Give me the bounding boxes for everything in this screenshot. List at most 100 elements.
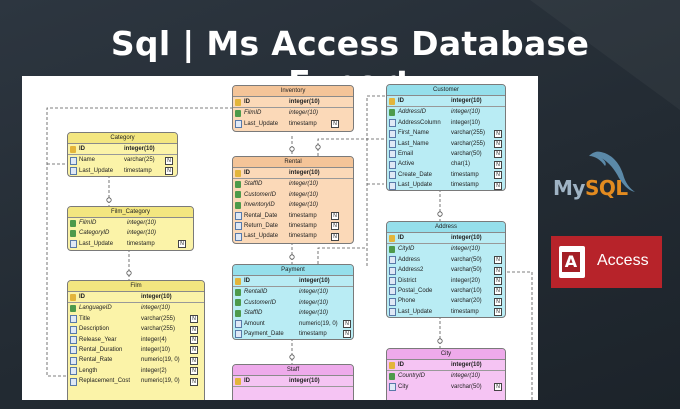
- entity-title: City: [387, 349, 505, 360]
- primary-key-icon: [70, 293, 76, 301]
- column-name: Last_Update: [79, 240, 114, 247]
- column-icon: [70, 356, 77, 365]
- column-icon: [235, 120, 242, 129]
- column-name: Description: [79, 326, 110, 333]
- column-type: integer(10): [289, 99, 320, 105]
- entity-row: ID integer(10): [233, 97, 353, 109]
- column-name: Name: [79, 157, 96, 164]
- column-name: Title: [79, 315, 91, 322]
- column-type: integer(10): [451, 373, 481, 380]
- entity-inventory: Inventory ID integer(10) FilmID integer(10…: [232, 85, 354, 132]
- primary-key-icon: [235, 98, 241, 106]
- column-name: FilmID: [79, 220, 97, 226]
- primary-key-icon: [235, 277, 241, 285]
- entity-title: Customer: [387, 85, 505, 96]
- column-icon: [235, 232, 242, 241]
- column-type: timestamp: [299, 330, 327, 337]
- entity-title: Film: [68, 281, 204, 292]
- column-type: integer(10): [127, 230, 157, 237]
- nullable-badge: N: [190, 336, 198, 345]
- column-icon: [389, 256, 396, 265]
- column-name: Payment_Date: [244, 330, 284, 337]
- column-name: Release_Year: [79, 336, 117, 343]
- column-type: integer(10): [289, 170, 320, 176]
- column-name: CategoryID: [79, 230, 110, 237]
- column-name: Address: [398, 256, 421, 263]
- foreign-key-icon: [389, 245, 395, 253]
- column-name: Amount: [244, 320, 265, 327]
- column-name: InventoryID: [244, 202, 275, 209]
- column-type: varchar(50): [451, 256, 482, 263]
- column-icon: [70, 377, 77, 386]
- column-type: integer(2): [141, 367, 167, 374]
- column-name: ID: [244, 170, 250, 176]
- nullable-badge: N: [331, 232, 339, 241]
- entity-title: Rental: [233, 157, 353, 168]
- column-name: Last_Update: [79, 167, 114, 174]
- entity-title: Inventory: [233, 86, 353, 97]
- entity-row: CustomerID integer(10): [233, 190, 353, 200]
- nullable-badge: N: [190, 346, 198, 355]
- relationship-lines: [46, 95, 533, 400]
- column-name: Rental_Rate: [79, 357, 113, 364]
- column-type: integer(10): [289, 191, 319, 198]
- column-type: varchar(25): [124, 157, 155, 164]
- entity-title: Payment: [233, 265, 353, 276]
- column-name: Last_Update: [398, 182, 433, 189]
- column-name: FilmID: [244, 110, 262, 117]
- background-decoration: [530, 0, 680, 110]
- foreign-key-icon: [235, 201, 241, 209]
- column-name: Last_Name: [398, 140, 429, 147]
- access-app-icon: A: [559, 246, 585, 278]
- column-name: Address2: [398, 267, 424, 274]
- nullable-badge: N: [494, 129, 502, 138]
- column-type: timestamp: [451, 182, 479, 189]
- column-type: integer(10): [451, 362, 482, 368]
- column-type: varchar(50): [451, 383, 482, 390]
- column-type: char(1): [451, 161, 471, 168]
- mysql-wordmark: MySQL: [553, 176, 628, 200]
- column-name: Return_Date: [244, 222, 279, 229]
- column-type: integer(10): [141, 346, 171, 353]
- column-type: timestamp: [127, 240, 155, 247]
- column-name: Email: [398, 150, 414, 157]
- column-type: integer(10): [451, 235, 482, 241]
- column-type: integer(10): [141, 294, 172, 300]
- foreign-key-icon: [235, 191, 241, 199]
- column-name: ID: [244, 99, 250, 105]
- nullable-badge: N: [190, 367, 198, 376]
- entity-row: Last_Update timestamp N: [68, 239, 193, 249]
- nullable-badge: N: [494, 171, 502, 180]
- access-letter: A: [562, 252, 580, 272]
- column-name: CustomerID: [244, 191, 277, 198]
- nullable-badge: N: [494, 383, 502, 392]
- nullable-badge: N: [178, 240, 186, 249]
- column-type: integer(4): [141, 336, 167, 343]
- foreign-key-icon: [70, 229, 76, 237]
- column-type: varchar(255): [451, 140, 486, 147]
- primary-key-icon: [235, 377, 241, 385]
- column-type: integer(10): [299, 299, 329, 306]
- dolphin-icon: [589, 151, 635, 192]
